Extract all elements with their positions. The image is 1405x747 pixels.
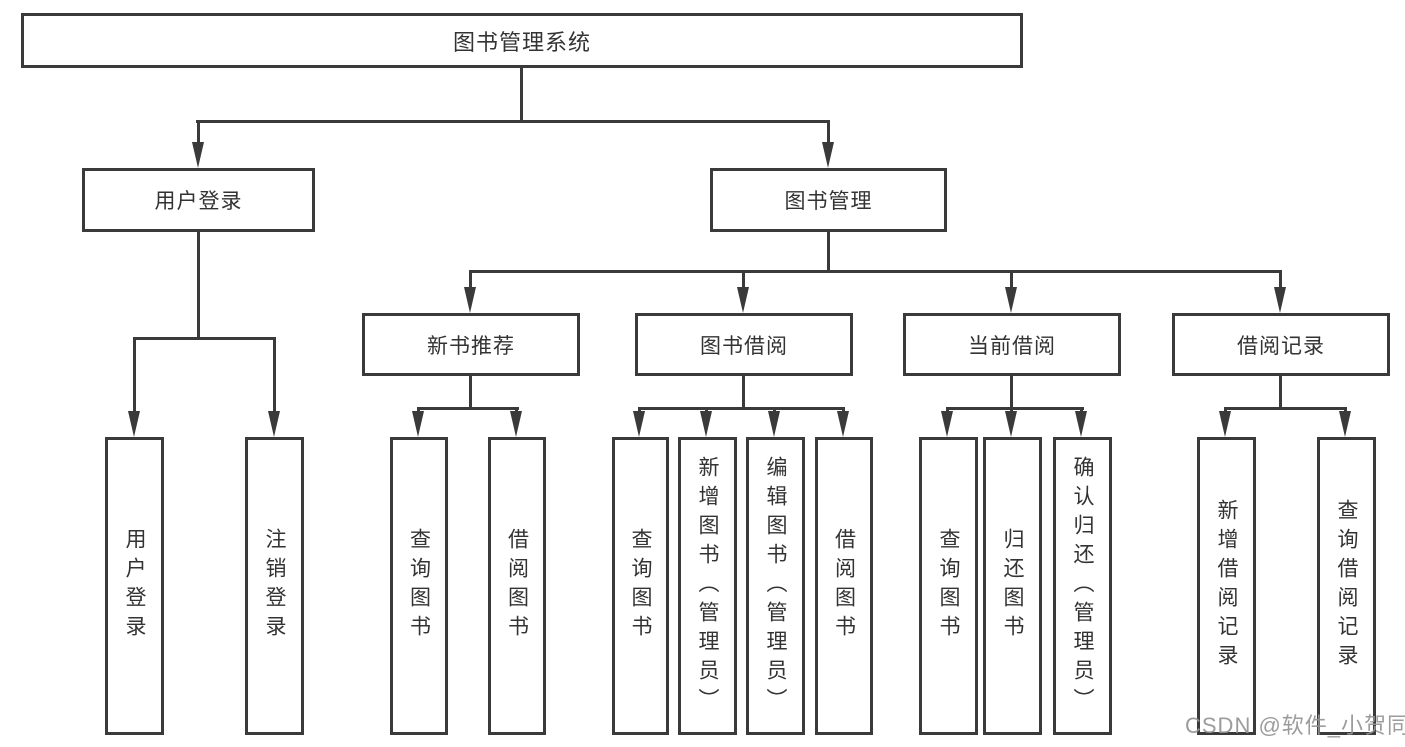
node-user-login: 用户登录 (82, 168, 315, 232)
leaf-br-query-record: 查询借阅记录 (1317, 437, 1376, 735)
connector-line (1279, 270, 1282, 290)
arrowhead-icon (510, 411, 522, 437)
connector-line (417, 407, 519, 410)
arrowhead-icon (412, 411, 424, 437)
connector-line (1010, 376, 1013, 407)
connector-line (197, 232, 200, 337)
arrowhead-icon (1075, 411, 1087, 437)
connector-line (469, 376, 472, 407)
arrowhead-icon (700, 411, 712, 437)
arrowhead-icon (837, 411, 849, 437)
leaf-user-login: 用户登录 (105, 437, 164, 735)
connector-line (638, 407, 845, 410)
arrowhead-icon (268, 411, 280, 437)
root-node: 图书管理系统 (21, 13, 1023, 68)
connector-line (1224, 407, 1346, 410)
connector-line (197, 120, 200, 144)
leaf-rec-query-books: 查询图书 (390, 437, 448, 735)
leaf-bb-borrow-books: 借阅图书 (815, 437, 873, 735)
arrowhead-icon (633, 411, 645, 437)
arrowhead-icon (1005, 411, 1017, 437)
arrowhead-icon (737, 287, 749, 313)
leaf-bb-query-books: 查询图书 (612, 437, 669, 735)
leaf-bb-edit-books: 编辑图书（管理员） (746, 437, 805, 735)
leaf-cb-confirm-return: 确认归还（管理员） (1053, 437, 1112, 735)
arrowhead-icon (768, 411, 780, 437)
arrowhead-icon (1219, 411, 1231, 437)
leaf-br-add-record: 新增借阅记录 (1197, 437, 1256, 735)
arrowhead-icon (1005, 287, 1017, 313)
leaf-bb-add-books: 新增图书（管理员） (678, 437, 737, 735)
csdn-watermark: CSDN @软件_小贺同学 (1185, 713, 1405, 738)
arrowhead-icon (128, 411, 140, 437)
arrowhead-icon (1339, 411, 1351, 437)
connector-line (520, 68, 523, 120)
arrowhead-icon (464, 287, 476, 313)
leaf-rec-borrow-books: 借阅图书 (488, 437, 546, 735)
connector-line (133, 337, 276, 340)
node-new-book-recommend: 新书推荐 (362, 313, 580, 376)
connector-line (273, 337, 276, 414)
arrowhead-icon (941, 411, 953, 437)
node-book-borrowing: 图书借阅 (635, 313, 853, 376)
connector-line (1010, 270, 1013, 290)
leaf-cb-return-books: 归还图书 (983, 437, 1042, 735)
connector-line (946, 407, 1084, 410)
arrowhead-icon (192, 142, 204, 168)
node-book-management: 图书管理 (710, 168, 947, 232)
connector-line (827, 120, 830, 144)
arrowhead-icon (822, 142, 834, 168)
connector-line (469, 270, 472, 290)
node-borrowing-records: 借阅记录 (1172, 313, 1390, 376)
leaf-logout: 注销登录 (245, 437, 304, 735)
connector-line (1279, 376, 1282, 407)
connector-line (742, 376, 745, 407)
connector-line (742, 270, 745, 290)
connector-line (827, 232, 830, 270)
node-current-borrowing: 当前借阅 (903, 313, 1121, 376)
connector-line (469, 270, 1282, 273)
connector-line (196, 120, 830, 123)
leaf-cb-query-books: 查询图书 (919, 437, 978, 735)
connector-line (133, 337, 136, 414)
arrowhead-icon (1274, 287, 1286, 313)
